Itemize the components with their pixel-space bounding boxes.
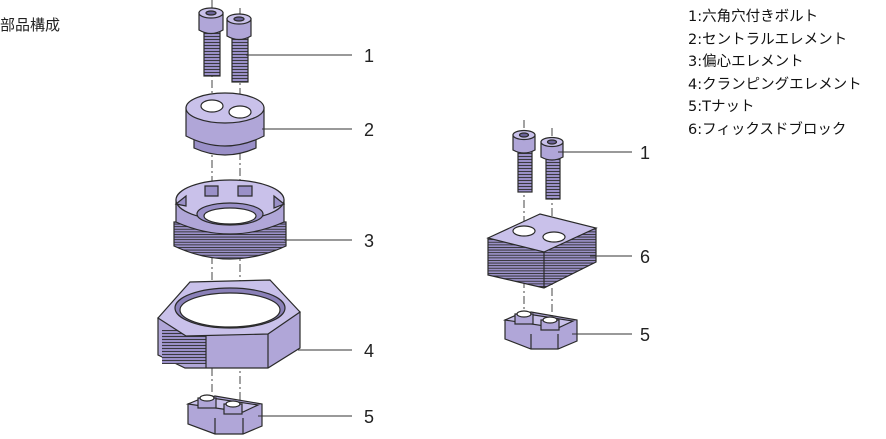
hex-socket-bolt [198,7,224,77]
right-assembly [486,120,632,350]
clamping-element [157,279,301,369]
central-element [185,92,265,156]
parts-legend: 1:六角穴付きボルト 2:セントラルエレメント 3:偏心エレメント 4:クランピ… [688,6,862,141]
callout-number: 3 [364,231,374,251]
legend-item: 2:セントラルエレメント [688,31,848,48]
callout-number: 5 [364,407,374,427]
legend-item: 4:クランピングエレメント [688,76,862,93]
page-title: 部品構成 [0,16,61,34]
callout-number: 1 [364,46,374,66]
legend-item: 6:フィックスドブロック [688,121,847,138]
left-assembly [157,0,352,435]
hex-socket-bolt [512,129,536,193]
callout-number: 4 [364,341,374,361]
left-callout-numbers: 1 2 3 4 5 [364,46,374,427]
callout-leaders [558,151,632,335]
callout-number: 6 [640,247,650,267]
legend-item: 1:六角穴付きボルト [688,9,819,25]
callout-number: 5 [640,325,650,345]
fixed-block [486,213,598,289]
hex-socket-bolt [226,13,252,83]
callout-number: 2 [364,120,374,140]
legend-item: 3:偏心エレメント [688,54,804,70]
callout-number: 1 [640,143,650,163]
hex-socket-bolt [540,136,564,200]
legend-item: 5:Tナット [688,99,755,115]
t-nut [185,394,263,435]
callout-leaders [246,54,352,417]
eccentric-element [173,179,287,260]
right-callout-numbers: 1 6 5 [640,143,650,345]
t-nut [502,310,578,350]
